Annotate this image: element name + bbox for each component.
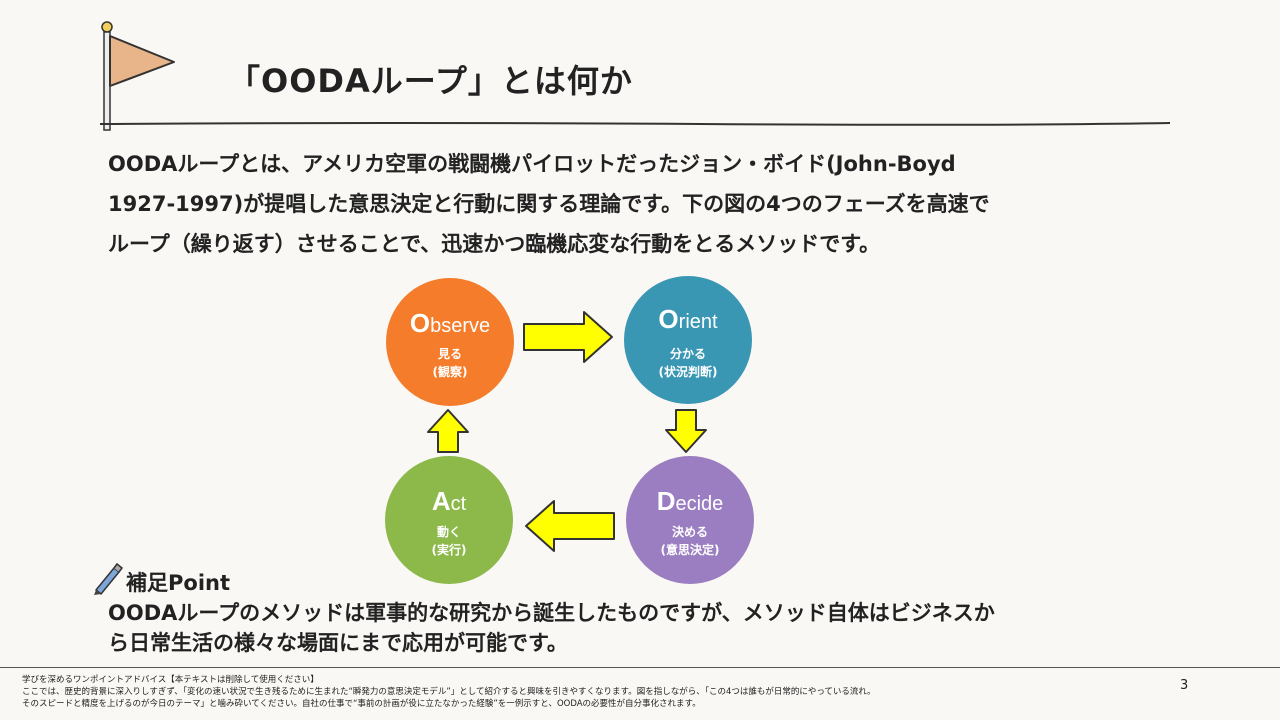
ooda-loop-diagram: Observe 見る (観察) Orient 分かる (状況判断) Decide… xyxy=(380,272,760,588)
footer-line: ここでは、歴史的背景に深入りしすぎず、「変化の速い状況で生き残るために生まれた“… xyxy=(22,687,876,697)
orient-jp-paren: (状況判断) xyxy=(658,365,718,379)
observe-jp-paren: (観察) xyxy=(432,365,468,379)
decide-jp-paren: (意思決定) xyxy=(660,543,720,557)
act-jp: 動く xyxy=(436,525,461,539)
title-underline xyxy=(100,122,1170,126)
footer-line: 学びを深めるワンポイントアドバイス【本テキストは削除して使用ください】 xyxy=(22,675,319,685)
orient-label: Orient xyxy=(658,304,718,334)
arrow-up-icon xyxy=(427,409,469,453)
supplement-line: ら日常生活の様々な場面にまで応用が可能です。 xyxy=(108,631,568,655)
observe-circle: Observe 見る (観察) xyxy=(386,278,514,406)
intro-line: OODAループとは、アメリカ空軍の戦闘機パイロットだったジョン・ボイド(John… xyxy=(108,152,956,176)
observe-label: Observe xyxy=(409,308,491,338)
supplement-line: OODAループのメソッドは軍事的な研究から誕生したものですが、メソッド自体はビジ… xyxy=(108,601,995,625)
footer-divider xyxy=(0,667,1280,668)
orient-circle: Orient 分かる (状況判断) xyxy=(624,276,752,404)
intro-line: ループ（繰り返す）させることで、迅速かつ臨機応変な行動をとるメソッドです。 xyxy=(108,232,881,256)
footer-line: そのスピードと精度を上げるのが今日のテーマ」と噛み砕いてください。自社の仕事で“… xyxy=(22,699,701,709)
decide-label: Decide xyxy=(656,486,724,516)
observe-jp: 見る xyxy=(437,347,462,361)
intro-paragraph: OODAループとは、アメリカ空軍の戦闘機パイロットだったジョン・ボイド(John… xyxy=(108,144,1108,264)
pen-icon xyxy=(94,562,124,595)
supplement-title: 補足Point xyxy=(126,571,231,595)
page-number: 3 xyxy=(1180,678,1189,693)
supplement-text: OODAループのメソッドは軍事的な研究から誕生したものですが、メソッド自体はビジ… xyxy=(108,598,1158,658)
act-circle: Act 動く (実行) xyxy=(385,456,513,584)
speaker-notes: 学びを深めるワンポイントアドバイス【本テキストは削除して使用ください】 ここでは… xyxy=(22,674,1172,710)
arrow-left-icon xyxy=(525,500,615,552)
decide-circle: Decide 決める (意思決定) xyxy=(626,456,754,584)
page-title: 「OODAループ」とは何か xyxy=(228,62,633,100)
act-jp-paren: (実行) xyxy=(431,543,467,557)
orient-jp: 分かる xyxy=(669,347,706,361)
act-label: Act xyxy=(431,486,467,516)
flag-icon xyxy=(101,21,175,131)
decide-jp: 決める xyxy=(671,525,708,539)
arrow-right-icon xyxy=(523,311,613,363)
arrow-down-icon xyxy=(665,409,707,453)
intro-line: 1927-1997)が提唱した意思決定と行動に関する理論です。下の図の4つのフェ… xyxy=(108,192,990,216)
